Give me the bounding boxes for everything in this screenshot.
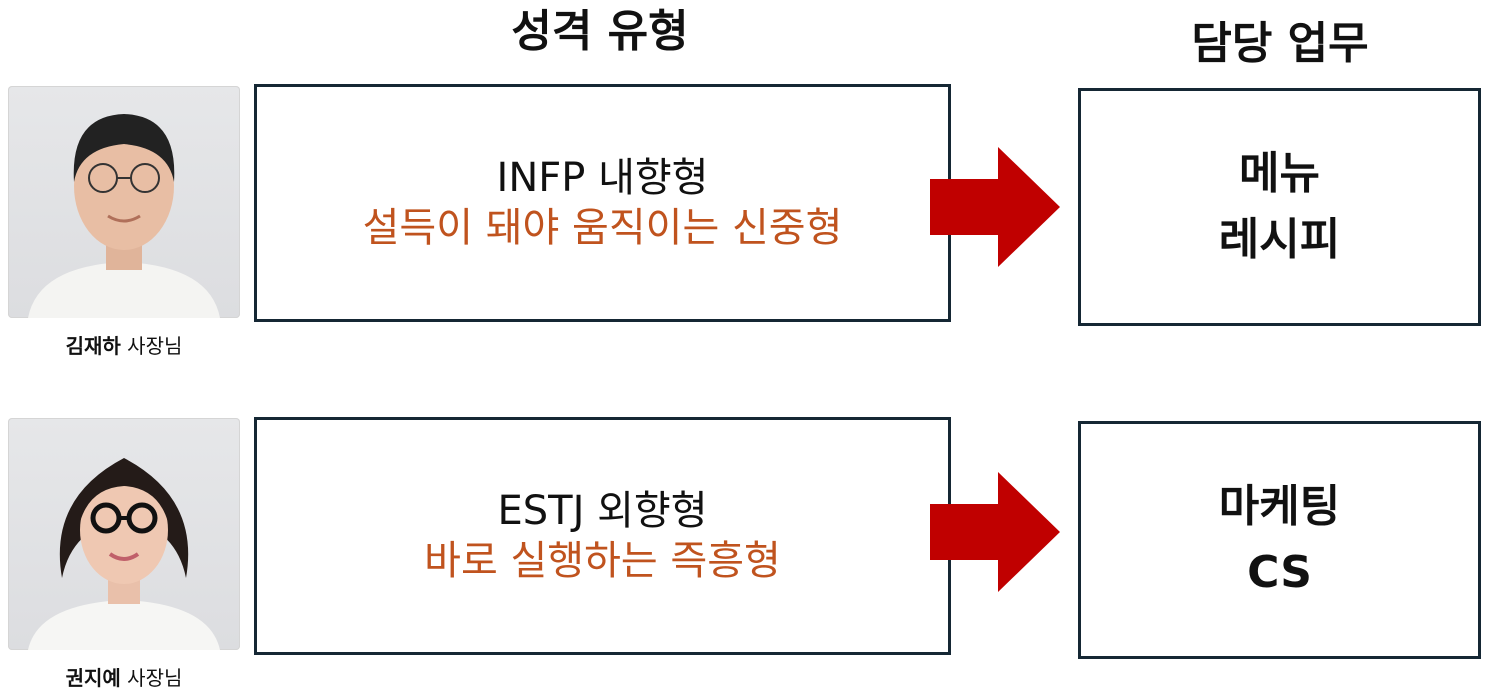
personality-type: INFP 내향형 <box>496 155 709 201</box>
person-name: 김재하 <box>65 334 121 358</box>
personality-box-1: INFP 내향형 설득이 돼야 움직이는 신중형 <box>254 84 951 322</box>
person-name-2: 권지예 사장님 <box>8 668 240 688</box>
duty-item: 메뉴 <box>1239 148 1320 199</box>
right-arrow-icon <box>930 472 1060 592</box>
personality-desc: 설득이 돼야 움직이는 신중형 <box>362 205 843 251</box>
duty-item: 마케팅 <box>1218 481 1341 532</box>
personality-desc: 바로 실행하는 즉흥형 <box>424 538 781 584</box>
person-photo-1 <box>8 86 240 318</box>
personality-type: ESTJ 외향형 <box>497 488 708 534</box>
duties-box-1: 메뉴 레시피 <box>1078 88 1481 326</box>
duty-item: 레시피 <box>1218 214 1341 265</box>
person-photo-2 <box>8 418 240 650</box>
duties-box-2: 마케팅 CS <box>1078 421 1481 659</box>
person-title: 사장님 <box>127 666 183 690</box>
personality-box-2: ESTJ 외향형 바로 실행하는 즉흥형 <box>254 417 951 655</box>
personality-header: 성격 유형 <box>511 6 689 57</box>
person-title: 사장님 <box>127 334 183 358</box>
person-name: 권지예 <box>65 666 121 690</box>
right-arrow-icon <box>930 147 1060 267</box>
duties-header: 담당 업무 <box>1191 18 1369 69</box>
person-name-1: 김재하 사장님 <box>8 336 240 356</box>
duty-item: CS <box>1247 547 1312 598</box>
